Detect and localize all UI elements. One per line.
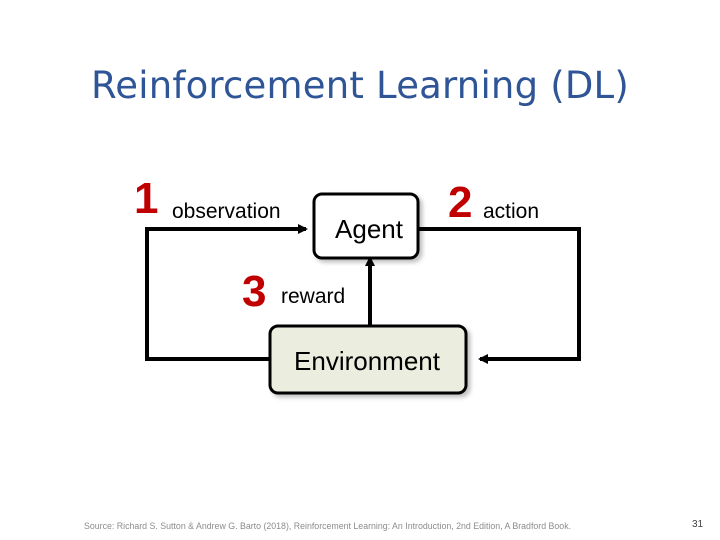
environment-label: Environment: [294, 346, 441, 376]
step-2-label: action: [483, 200, 539, 223]
agent-label: Agent: [335, 214, 404, 244]
environment-box: [268, 324, 468, 395]
agent-box: [312, 192, 420, 260]
action-arrow: [418, 227, 581, 364]
source-citation: Source: Richard S. Sutton & Andrew G. Ba…: [84, 521, 572, 531]
step-3-number: 3: [242, 267, 266, 316]
step-1-label: observation: [172, 200, 281, 223]
page-number: 31: [692, 519, 704, 530]
step-1-number: 1: [134, 174, 158, 223]
observation-arrow: [145, 224, 308, 361]
slide-title: Reinforcement Learning (DL): [91, 64, 629, 107]
step-2-number: 2: [448, 178, 472, 227]
step-3-label: reward: [281, 285, 345, 308]
